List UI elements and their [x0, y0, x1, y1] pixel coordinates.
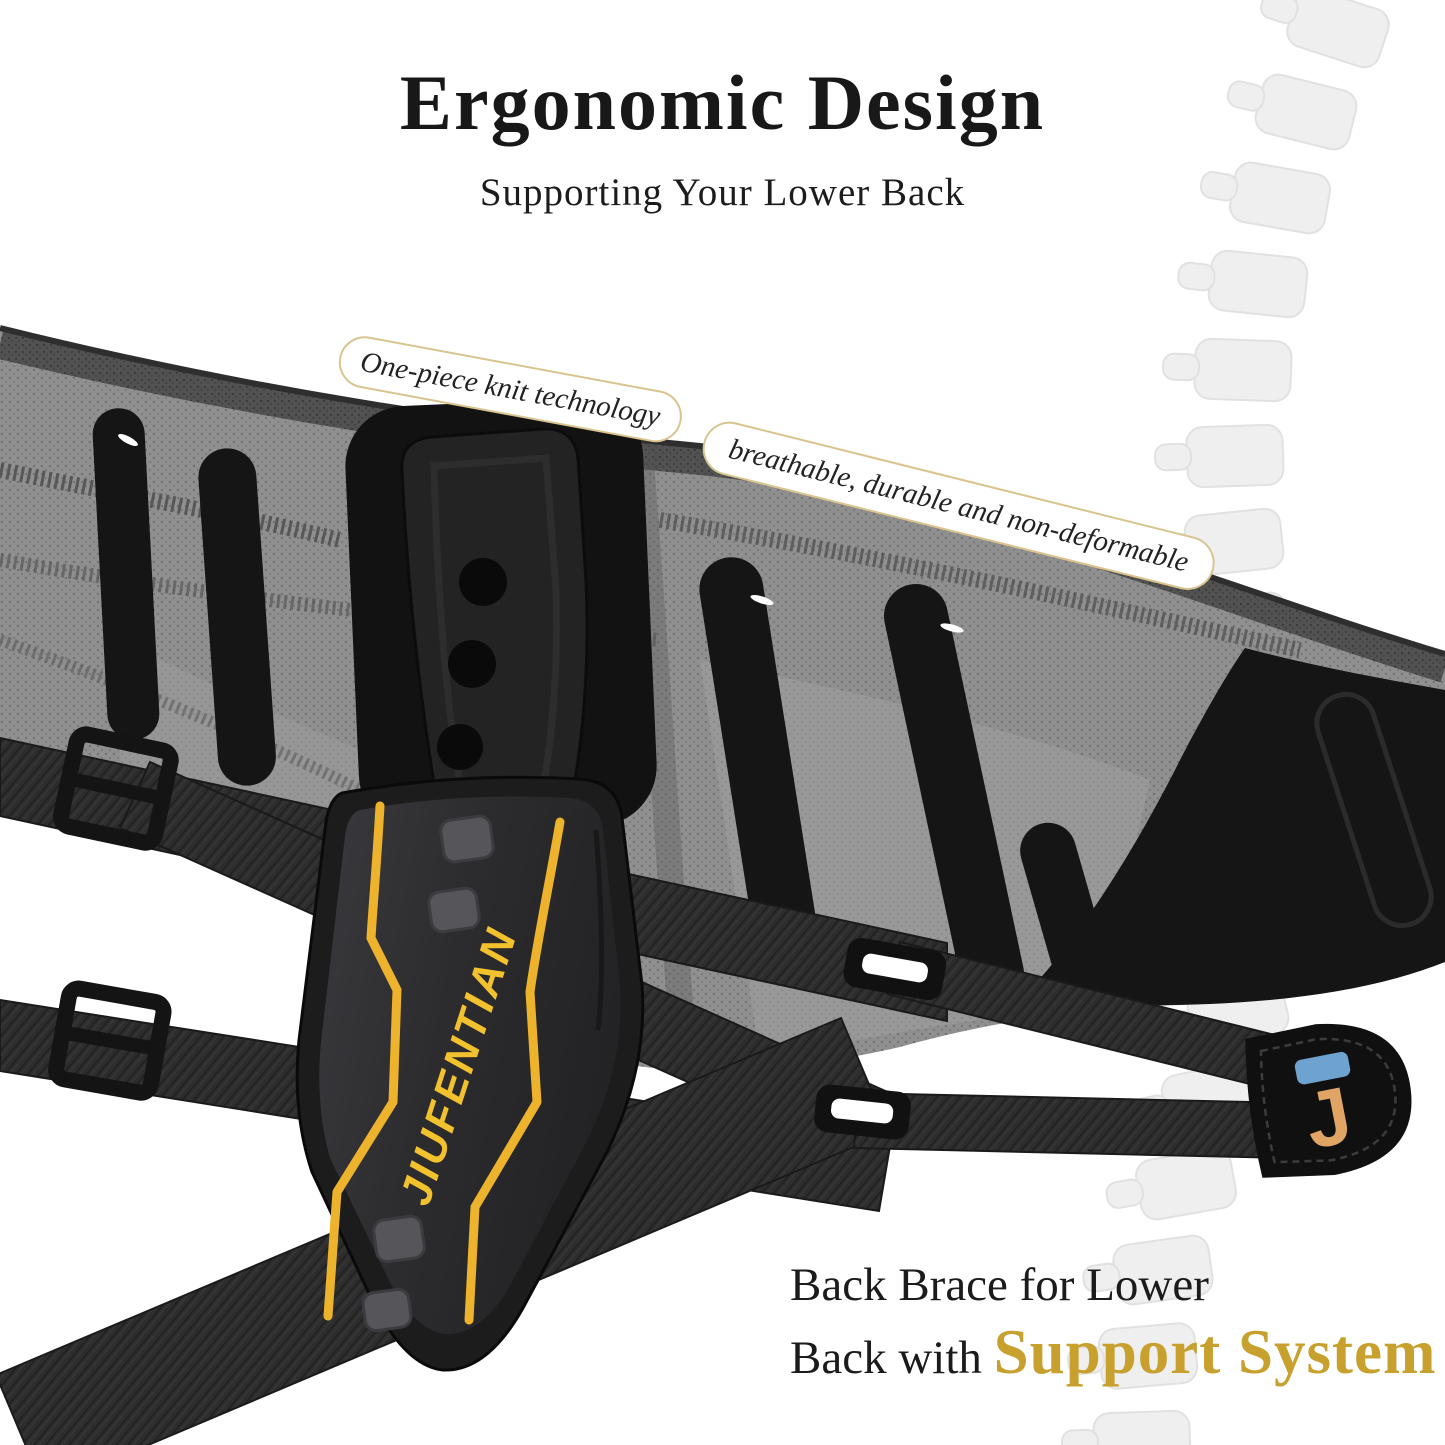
velcro-slot-stitch	[1314, 691, 1434, 929]
page-subtitle: Supporting Your Lower Back	[479, 171, 966, 214]
strap-buckles	[48, 726, 179, 1101]
caption-line1: Back Brace for Lower	[790, 1259, 1209, 1311]
caption-highlight: Support System	[993, 1316, 1437, 1387]
lumbar-pad: JIUFENTIAN	[295, 775, 645, 1372]
pad-yellow-trim-right	[464, 817, 565, 1325]
page-title: Ergonomic Design	[399, 59, 1046, 146]
belt-velcro-end	[1020, 648, 1445, 1006]
caption-line2-prefix: Back with	[790, 1331, 994, 1384]
pad-yellow-trim-left	[323, 801, 402, 1321]
caption-block: Back Brace for Lower Back with Support S…	[790, 1260, 1445, 1385]
tab-stitching	[1259, 1037, 1397, 1164]
j-logo-blue-bar	[1294, 1051, 1351, 1085]
pad-buttons	[361, 814, 495, 1333]
support-stays	[92, 408, 1116, 1018]
strap-hooks	[814, 937, 947, 1140]
pull-tab: J	[1245, 1023, 1412, 1178]
caption-line2: Back with Support System	[790, 1319, 1445, 1385]
